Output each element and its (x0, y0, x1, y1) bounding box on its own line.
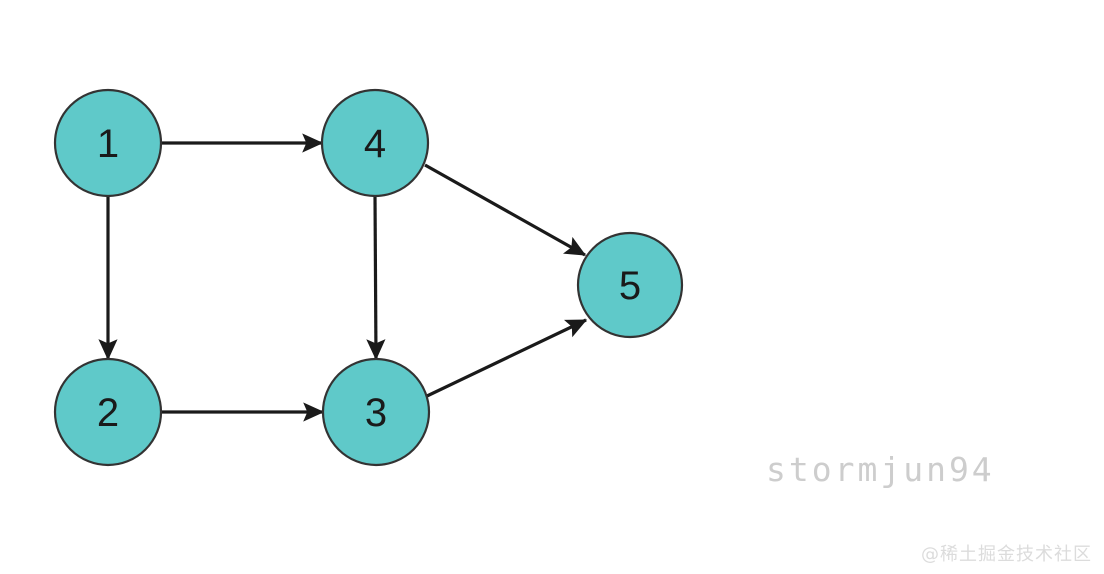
edge-4-to-5 (424, 163, 587, 257)
node-label-2: 2 (97, 391, 119, 435)
node-circle-5[interactable] (576, 231, 684, 339)
node-3[interactable]: 3 (321, 357, 431, 467)
nodes-layer: 1 2 3 4 5 (53, 88, 684, 467)
node-label-3: 3 (365, 391, 387, 435)
watermark-community: @稀土掘金技术社区 (921, 544, 1092, 565)
node-circle-1[interactable] (53, 88, 163, 198)
node-label-5: 5 (619, 264, 641, 308)
watermark-username: stormjun94 (766, 450, 995, 489)
node-circle-4[interactable] (320, 88, 430, 198)
node-5[interactable]: 5 (576, 231, 684, 339)
edge-3-to-5 (426, 318, 588, 398)
node-1[interactable]: 1 (53, 88, 163, 198)
edges-layer (98, 133, 588, 422)
node-2[interactable]: 2 (53, 357, 163, 467)
node-circle-3[interactable] (321, 357, 431, 467)
node-circle-2[interactable] (53, 357, 163, 467)
edge-4-to-3 (366, 195, 386, 361)
node-label-4: 4 (364, 122, 386, 166)
node-label-1: 1 (97, 122, 119, 166)
node-4[interactable]: 4 (320, 88, 430, 198)
